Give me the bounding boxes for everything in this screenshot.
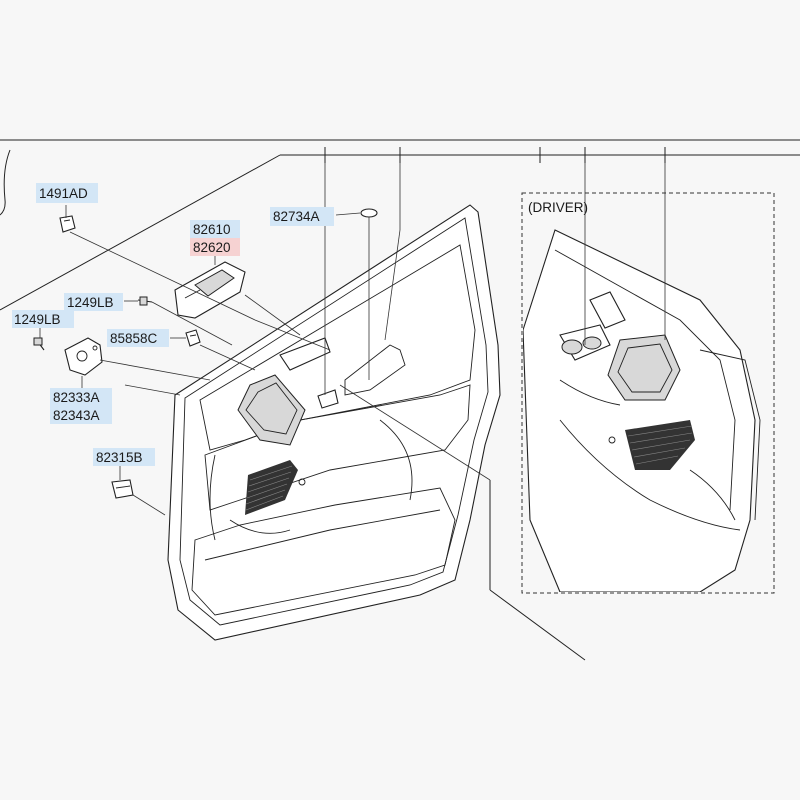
- callout-82333a-text: 82333A: [53, 390, 100, 405]
- screw-1249lb-upper: [137, 296, 153, 306]
- callout-85858c: 85858C: [107, 329, 169, 347]
- callout-82315b: 82315B: [93, 448, 155, 466]
- callout-1491ad: 1491AD: [36, 183, 98, 203]
- callout-82734a-text: 82734A: [273, 209, 320, 224]
- callout-1249lb-upper-text: 1249LB: [67, 295, 114, 310]
- driver-detail-view: (DRIVER): [521, 163, 775, 594]
- callout-82343a-text: 82343A: [53, 408, 100, 423]
- door-trim-panel: [167, 204, 501, 641]
- detail-title: (DRIVER): [528, 200, 588, 215]
- callout-82333a: 82333A: [50, 388, 112, 406]
- callout-85858c-text: 85858C: [110, 331, 158, 346]
- clip-85858c: [185, 329, 201, 347]
- callout-1249lb-left: 1249LB: [12, 310, 74, 328]
- callout-82610-text: 82610: [193, 222, 231, 237]
- callout-82610: 82610: [190, 220, 240, 238]
- assembly-frame: [0, 139, 800, 661]
- bracket-82333a: [64, 337, 103, 376]
- callout-1491ad-text: 1491AD: [39, 186, 88, 201]
- callout-82620-text: 82620: [193, 240, 231, 255]
- leader-lines: [39, 163, 491, 516]
- detail-frame: [521, 192, 775, 594]
- screw-1249lb-left: [33, 337, 45, 351]
- callout-1249lb-left-text: 1249LB: [14, 312, 61, 327]
- callout-82343a: 82343A: [50, 406, 112, 424]
- plug-82734a: [360, 208, 378, 218]
- callout-1249lb-upper: 1249LB: [64, 293, 123, 311]
- callout-82620: 82620: [190, 238, 240, 256]
- clip-1491ad: [59, 215, 76, 233]
- callout-82734a: 82734A: [270, 207, 334, 226]
- inside-handle-82610: [174, 261, 246, 319]
- clip-82315b: [111, 479, 134, 499]
- callout-82315b-text: 82315B: [96, 450, 143, 465]
